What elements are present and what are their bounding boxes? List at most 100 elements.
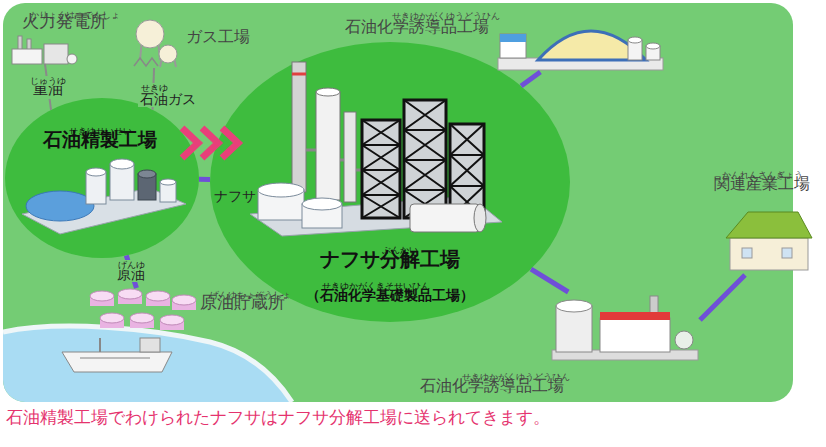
connector (700, 275, 745, 320)
cracker-illustration (302, 198, 342, 210)
plant-name-holder: ガス工場 (186, 27, 250, 46)
cracker-illustration (344, 112, 356, 202)
cracker-illustration (258, 183, 304, 197)
edge-label: ナフサ (214, 188, 256, 204)
power-plant-illustration (27, 39, 31, 50)
ship (140, 338, 160, 352)
plant-name: ナフサ分解工場 (320, 248, 460, 271)
derivative-plant-illustration (498, 31, 663, 70)
cracker-illustration (362, 120, 400, 218)
power-plant-illustration (12, 36, 77, 64)
plant-subtitle-holder: （石油化学基礎製品工場） (306, 285, 474, 304)
storage-tanks-illustration (100, 313, 124, 323)
caption-holder: 石油精製工場でわけられたナフサはナフサ分解工場に送られてきます。 (6, 408, 550, 428)
house-illustration (726, 212, 812, 238)
derivative-plant-illustration (556, 306, 592, 352)
plant-name-holder: 石油精製工場 (43, 129, 157, 151)
panel (3, 3, 793, 402)
derivative-plant-illustration (500, 34, 526, 58)
gas-plant-illustration (136, 20, 164, 48)
cracker-illustration (316, 88, 340, 96)
connector (521, 72, 540, 86)
plant-name: 石油化学誘導品工場 (345, 18, 489, 36)
power-plant-illustration (12, 49, 42, 64)
plant-name-holder: 石油化学誘導品工場 (420, 376, 564, 395)
sea (3, 326, 292, 402)
power-plant-illustration (18, 36, 22, 50)
sea (3, 326, 292, 402)
furigana: じゅうゆ (28, 76, 68, 86)
storage-tanks-illustration (146, 291, 170, 301)
plant-name: 石油化学誘導品工場 (420, 377, 564, 395)
house-illustration (730, 238, 808, 270)
derivative-plant-illustration (552, 296, 698, 360)
cracker-illustration (404, 100, 446, 218)
plant-name-holder: ナフサ分解工場 (320, 248, 460, 271)
connector (531, 269, 568, 292)
storage-tanks-illustration (172, 295, 196, 305)
ship (80, 357, 150, 359)
refinery-circle-outline (5, 98, 199, 258)
cracker-illustration (362, 120, 400, 218)
cracker-illustration (410, 204, 480, 232)
edge-label: 石油ガス (138, 91, 198, 107)
house-illustration (742, 248, 752, 258)
storage-tanks-illustration (160, 315, 184, 325)
cracker-circle-shape (210, 42, 570, 322)
derivative-plant-illustration (675, 331, 693, 349)
storage-tanks-illustration (90, 289, 196, 330)
gas-plant-illustration (134, 20, 177, 67)
cracker-illustration (404, 100, 446, 218)
derivative-plant-illustration (646, 43, 660, 49)
furigana: げんゆ (116, 260, 147, 270)
plant-subtitle: （石油化学基礎製品工場） (306, 287, 474, 303)
connector (199, 177, 210, 182)
derivative-plant-illustration (600, 312, 670, 320)
refinery-illustration (26, 191, 94, 221)
cracker-circle: ぶんかいナフサ分解工場せきゆかがくきそせいひん（石油化学基礎製品工場） (210, 42, 570, 322)
ship (62, 338, 172, 372)
furigana-holder: じゅうゆ (28, 69, 68, 88)
cracker-illustration (292, 73, 306, 76)
crude-storage: げんゆちょぞうしょ原油貯蔵所 (88, 288, 200, 336)
plant-name-holder: 火力発電所 (22, 12, 107, 32)
cracker-circle-outline (210, 42, 570, 322)
derivative-plant-illustration (628, 37, 642, 43)
cracker-illustration (292, 62, 306, 192)
furigana-holder: げんゆ (116, 253, 147, 272)
plant-name: 関連産業工場 (714, 175, 810, 193)
refinery-circle-shape (5, 98, 199, 258)
refinery-illustration (138, 170, 156, 178)
plant-name: 石油精製工場 (43, 129, 157, 151)
sea (3, 326, 292, 402)
refinery-illustration (86, 172, 106, 204)
derivative-plant: せきゆかがくゆうどうひん石油化学誘導品工場 (550, 292, 700, 362)
plant-name-holder: 石油化学誘導品工場 (345, 17, 489, 36)
refinery-illustration (86, 168, 106, 176)
refinery-illustration (110, 159, 134, 169)
ship (99, 338, 101, 352)
ship (62, 352, 172, 372)
cracker-illustration (474, 204, 486, 232)
storage-tanks-illustration (130, 313, 154, 323)
derivative-plant-illustration (538, 31, 646, 60)
edge-label-holder: ナフサ (214, 186, 256, 205)
related-plant: かんれんさんぎょう関連産業工場 (720, 205, 815, 275)
plant-name-holder: 関連産業工場 (714, 174, 810, 193)
house-illustration (782, 248, 792, 258)
house-illustration (726, 212, 812, 270)
derivative-plant: せきゆかがくゆうどうひん石油化学誘導品工場 (495, 14, 665, 72)
plant-name: 火力発電所 (22, 12, 107, 32)
derivative-plant-illustration (556, 300, 592, 312)
furigana: せきゆ (139, 83, 170, 93)
storage-tanks-illustration (90, 291, 114, 301)
power-plant-illustration (67, 54, 77, 64)
storage-tanks-illustration (118, 289, 142, 299)
caption: 石油精製工場でわけられたナフサはナフサ分解工場に送られてきます。 (6, 408, 550, 428)
gas-plant-illustration (159, 45, 177, 63)
refinery-illustration (160, 179, 176, 185)
refinery-circle: せきゆせいせい石油精製工場 (5, 98, 199, 258)
